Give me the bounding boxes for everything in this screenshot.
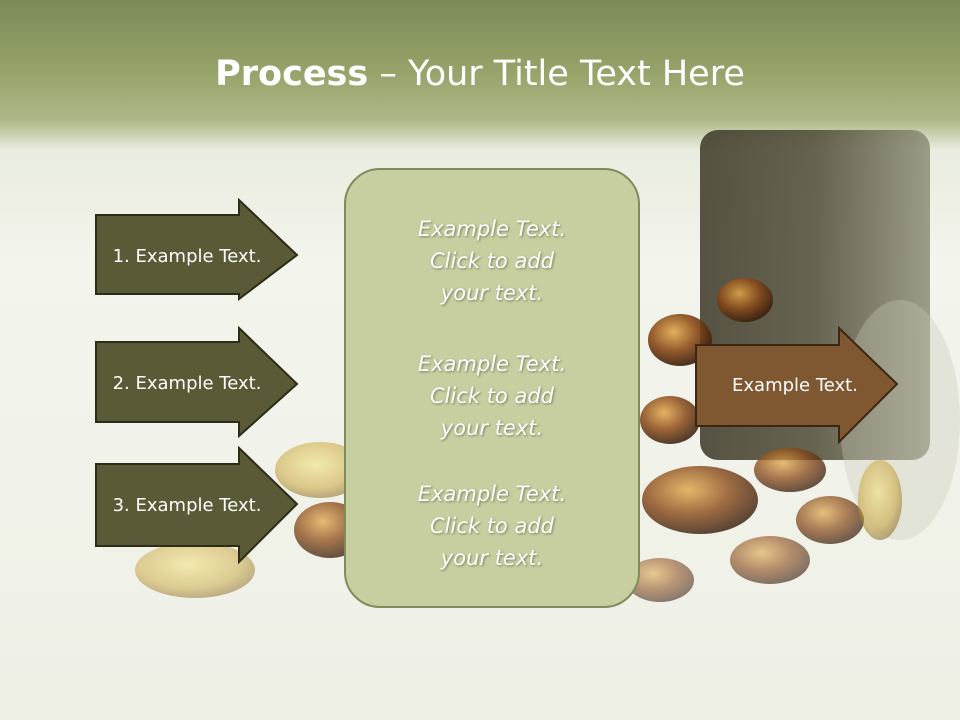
step-label-3: 3. Example Text.: [112, 494, 262, 516]
step-label-2: 2. Example Text.: [112, 372, 262, 394]
panel-block-3-line3: your text.: [440, 546, 544, 570]
result-arrow[interactable]: [694, 326, 900, 444]
step-arrow-3[interactable]: [94, 446, 300, 566]
panel-block-1-line2: Click to add: [429, 249, 554, 273]
result-arrow-label: Example Text.: [732, 374, 858, 396]
panel-block-2-line1: Example Text.: [417, 352, 567, 376]
title-bold: Process: [215, 54, 369, 94]
panel-block-1-line3: your text.: [440, 281, 544, 305]
title-rest: – Your Title Text Here: [368, 54, 745, 94]
step-label-1: 1. Example Text.: [112, 245, 262, 267]
panel-block-3[interactable]: Example Text. Click to add your text.: [344, 478, 640, 574]
panel-block-1[interactable]: Example Text. Click to add your text.: [344, 213, 640, 309]
slide-title: Process – Your Title Text Here: [0, 52, 960, 96]
step-arrow-1[interactable]: [94, 198, 300, 302]
panel-block-2-line3: your text.: [440, 416, 544, 440]
step-arrow-2[interactable]: [94, 326, 300, 438]
panel-block-2-line2: Click to add: [429, 384, 554, 408]
panel-block-1-line1: Example Text.: [417, 217, 567, 241]
panel-block-2[interactable]: Example Text. Click to add your text.: [344, 348, 640, 444]
center-panel[interactable]: [344, 168, 640, 608]
panel-block-3-line1: Example Text.: [417, 482, 567, 506]
panel-block-3-line2: Click to add: [429, 514, 554, 538]
